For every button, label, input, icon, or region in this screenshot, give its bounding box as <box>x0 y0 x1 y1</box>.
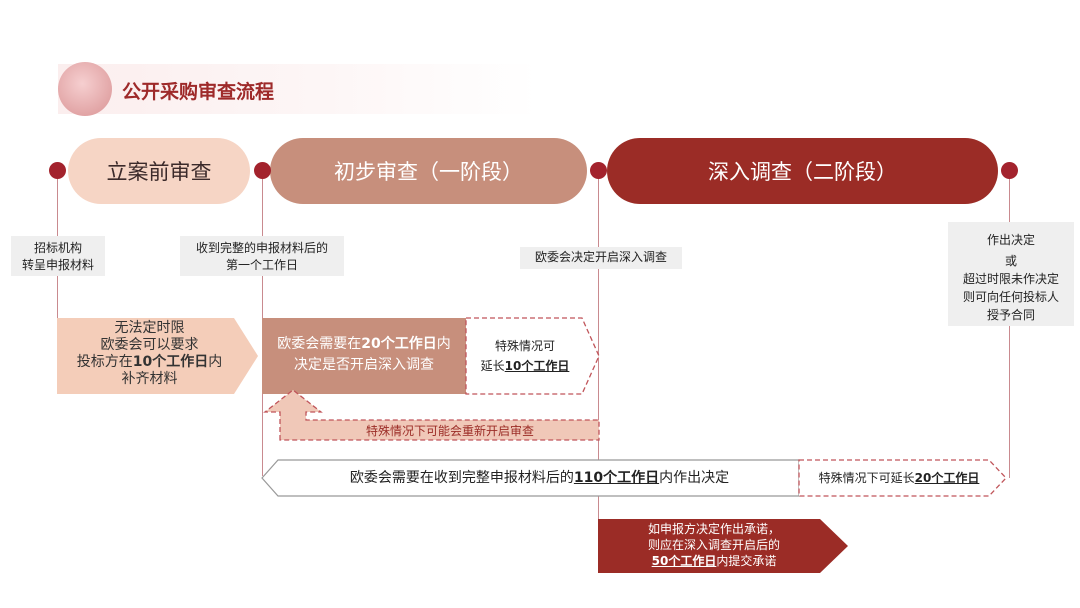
extend-10-arrow <box>465 317 600 395</box>
stage1-deadline-text: 欧委会需要在20个工作日内 决定是否开启深入调查 <box>277 336 451 373</box>
commitment-text: 如申报方决定作出承诺， 则应在深入调查开启后的 50个工作日内提交承诺 <box>647 522 780 568</box>
connector-line-submit <box>57 178 58 236</box>
reopen-review-text: 特殊情况下可能会重新开启审查 <box>365 424 534 438</box>
note-submit-materials: 招标机构 转呈申报材料 <box>11 236 105 276</box>
timeline-dot-1 <box>49 162 66 179</box>
timeline-dot-2 <box>254 162 271 179</box>
title-circle-icon <box>58 62 112 116</box>
total-time-text: 欧委会需要在收到完整申报材料后的110个工作日内作出决定 <box>349 470 730 486</box>
note-decision: 作出决定 或 超过时限未作决定 则可向任何投标人 授予合同 <box>948 222 1074 326</box>
connector-line-investigation <box>598 178 599 524</box>
reopen-arrow <box>263 389 600 441</box>
note-first-working-day: 收到完整的申报材料后的 第一个工作日 <box>180 236 344 276</box>
commitment-arrow <box>598 519 848 573</box>
pre-review-text: 无法定时限 欧委会可以要求 投标方在10个工作日内 补齐材料 <box>76 320 223 387</box>
connector-line-decision <box>1009 178 1010 478</box>
title-bar <box>58 64 538 114</box>
extend-20-arrow <box>798 459 1007 497</box>
stage1-arrow <box>262 318 466 394</box>
timeline-dot-3 <box>590 162 607 179</box>
phase-stage1-preliminary: 初步审查（一阶段） <box>270 138 587 204</box>
extend-10-text: 特殊情况可 延长10个工作日 <box>480 339 570 373</box>
extend-20-text: 特殊情况下可延长20个工作日 <box>818 471 980 485</box>
connector-line-submit-lower <box>57 276 58 318</box>
pre-review-arrow <box>57 318 258 394</box>
note-open-investigation: 欧委会决定开启深入调查 <box>520 247 682 269</box>
phase-stage2-investigation: 深入调查（二阶段） <box>607 138 998 204</box>
timeline-dot-4 <box>1001 162 1018 179</box>
phase-pre-review: 立案前审查 <box>68 138 250 204</box>
page-title: 公开采购审查流程 <box>122 81 275 103</box>
